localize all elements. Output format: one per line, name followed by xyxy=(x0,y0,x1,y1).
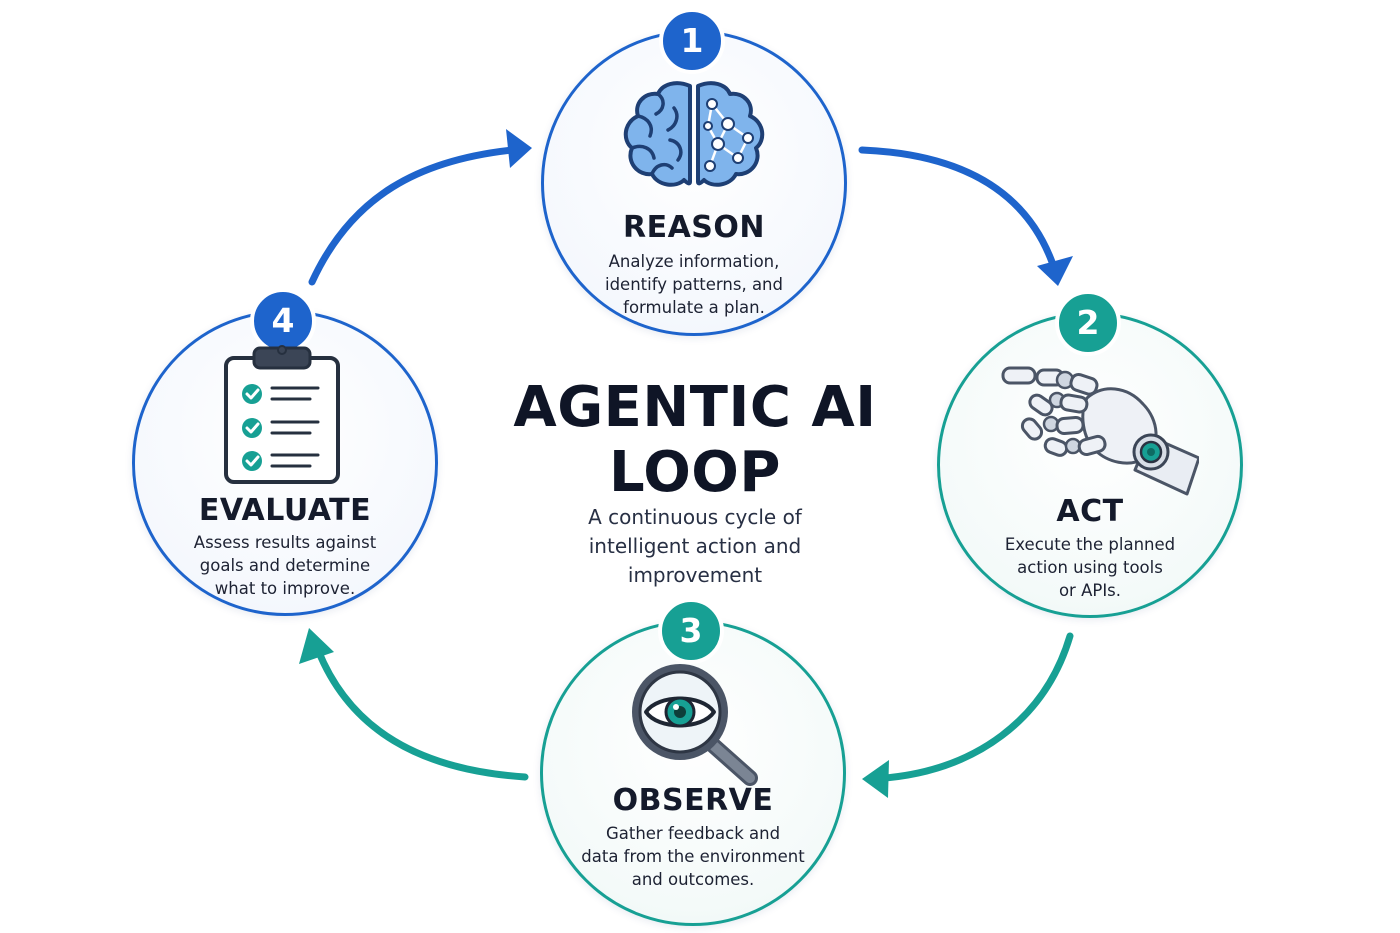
step-description-line: Assess results against xyxy=(193,533,377,552)
arrowhead-to-observe xyxy=(862,760,889,798)
clipboard-checklist-icon xyxy=(220,344,344,492)
step-evaluate: 4 xyxy=(132,288,440,618)
step-description: Gather feedback and data from the enviro… xyxy=(570,822,816,891)
step-description-line: Gather feedback and xyxy=(605,824,781,843)
step-description-line: Analyze information, xyxy=(608,252,780,271)
center-subtitle: A continuous cycle of intelligent action… xyxy=(545,503,845,590)
arrow-act-to-observe xyxy=(881,632,1074,782)
step-description-line: data from the environment xyxy=(581,847,805,866)
step-reason: 1 xyxy=(541,8,849,338)
step-act: 2 xyxy=(937,290,1245,620)
step-description-line: and outcomes. xyxy=(631,870,755,889)
step-title: OBSERVE xyxy=(612,783,774,818)
arrow-evaluate-to-reason xyxy=(308,146,516,286)
step-description-line: what to improve. xyxy=(214,579,356,598)
step-number-badge: 1 xyxy=(659,8,725,74)
step-description-line: formulate a plan. xyxy=(623,298,765,317)
robot-hand-icon xyxy=(999,358,1201,502)
center-title: AGENTIC AI LOOP xyxy=(490,375,900,505)
step-number-badge: 2 xyxy=(1055,290,1121,356)
center-title-line1: AGENTIC AI xyxy=(513,375,877,440)
arrow-observe-to-evaluate xyxy=(314,646,529,781)
arrowhead-to-act xyxy=(1037,256,1073,286)
step-description-line: or APIs. xyxy=(1058,581,1122,600)
step-title: REASON xyxy=(622,210,766,245)
step-description: Execute the planned action using tools o… xyxy=(975,533,1205,602)
step-description-line: Execute the planned xyxy=(1004,535,1176,554)
step-description: Analyze information, identify patterns, … xyxy=(579,250,809,319)
step-description-line: goals and determine xyxy=(199,556,371,575)
center-subtitle-line2: intelligent action and xyxy=(588,534,802,558)
step-number-badge: 3 xyxy=(658,598,724,664)
brain-network-icon xyxy=(614,78,774,197)
step-description-line: action using tools xyxy=(1017,558,1163,577)
arrowhead-to-reason xyxy=(506,129,532,168)
step-title: ACT xyxy=(1056,494,1124,529)
center-subtitle-line1: A continuous cycle of xyxy=(588,505,802,529)
center-title-line2: LOOP xyxy=(609,440,781,505)
center-subtitle-line3: improvement xyxy=(627,563,763,587)
step-title: EVALUATE xyxy=(198,493,372,528)
magnifier-eye-icon xyxy=(626,660,766,794)
step-description: Assess results against goals and determi… xyxy=(170,531,400,600)
step-observe: 3 OBSERVE Gather feedback and data from … xyxy=(540,598,848,928)
arrow-reason-to-act xyxy=(858,146,1056,266)
step-description-line: identify patterns, and xyxy=(604,275,783,294)
step-circle xyxy=(541,30,847,336)
arrowhead-to-evaluate xyxy=(299,628,334,664)
